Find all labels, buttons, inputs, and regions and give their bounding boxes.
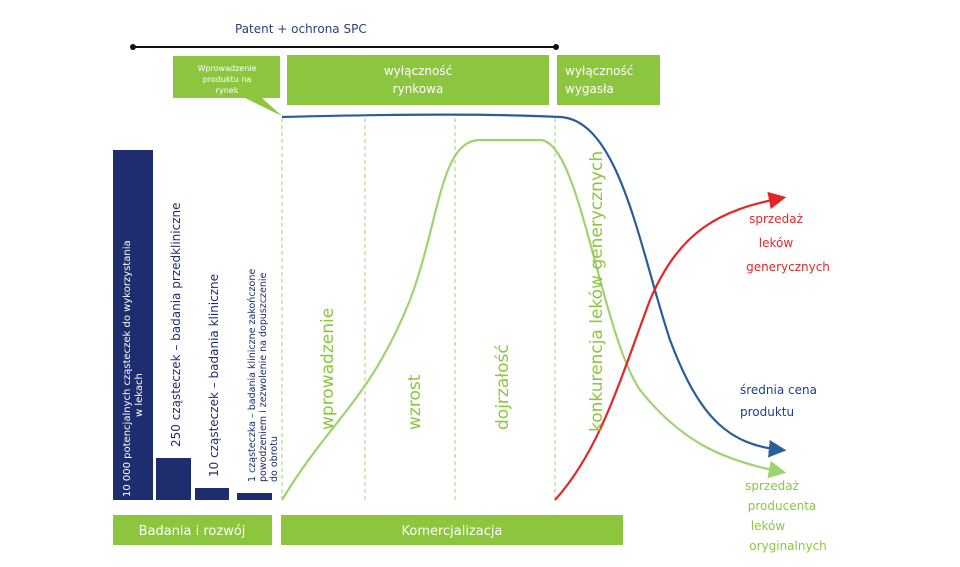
bar-label-10000-line2: w lekach [134,373,145,417]
bar-label-10: 10 cząsteczek – badania kliniczne [207,274,221,477]
launch-text-2: produktu na [203,75,252,84]
rd-label: Badania i rozwój [139,524,246,539]
stage-label-growth: wzrost [405,374,425,430]
bar-250 [156,458,191,500]
expired-box: wyłączność wygasła [557,55,660,105]
bar-label-1-line1: 1 cząsteczka – badania kliniczne zakończ… [247,269,258,482]
stage-label-introduction: wprowadzenie [318,308,338,430]
original-sales-label-3: leków [751,519,786,533]
patent-start-dot [130,44,136,50]
bar-label-1-line2: powodzeniem i zezwolenie na dopuszczenie [258,272,269,482]
bar-10 [195,488,229,500]
avg-price-label-1: średnia cena [740,383,817,397]
exclusivity-text-1: wyłączność [384,64,452,78]
bar-label-250: 250 cząsteczek – badania przedkliniczne [169,202,183,447]
launch-text-1: Wprowadzenie [198,64,257,73]
bar-label-1-line3: do obrotu [269,436,280,482]
original-sales-label-4: oryginalnych [749,539,827,553]
generic-sales-label-1: sprzedaż [749,212,803,226]
original-sales-label-2: producenta [748,499,817,513]
stage-label-maturity: dojrzałość [493,344,513,430]
commercial-label: Komercjalizacja [401,524,502,539]
launch-text-3: rynek [216,86,239,95]
rd-box [113,515,272,545]
generic-sales-curve [554,191,787,501]
svg-text:1 cząsteczka – badania klinicz: 1 cząsteczka – badania kliniczne zakończ… [247,269,280,482]
original-sales-label-1: sprzedaż [745,479,799,493]
svg-text:10 cząsteczek – badania klinic: 10 cząsteczek – badania kliniczne [207,274,221,477]
exclusivity-box: wyłączność rynkowa [287,55,549,105]
generic-sales-label-2: leków [759,236,794,250]
bar-1 [237,493,272,500]
bar-10000 [113,150,153,500]
patent-label: Patent + ochrona SPC [235,22,367,36]
exclusivity-text-2: rynkowa [393,82,444,96]
avg-price-label-2: produktu [740,405,794,419]
expired-text-2: wygasła [565,82,614,96]
stage-label-generic-competition: konkurencja leków generycznych [587,151,607,432]
launch-callout: Wprowadzenie produktu na rynek [173,56,282,116]
commercial-box [281,515,623,545]
svg-text:250 cząsteczek – badania przed: 250 cząsteczek – badania przedkliniczne [169,202,183,447]
svg-text:10 000 potencjalnych cząstecze: 10 000 potencjalnych cząsteczek do wykor… [122,240,145,497]
patent-end-dot [553,44,559,50]
bar-label-10000-line1: 10 000 potencjalnych cząsteczek do wykor… [122,240,133,497]
generic-sales-label-3: generycznych [746,260,830,274]
expired-text-1: wyłączność [565,64,633,78]
original-sales-curve [281,138,787,501]
avg-price-curve [281,113,787,458]
